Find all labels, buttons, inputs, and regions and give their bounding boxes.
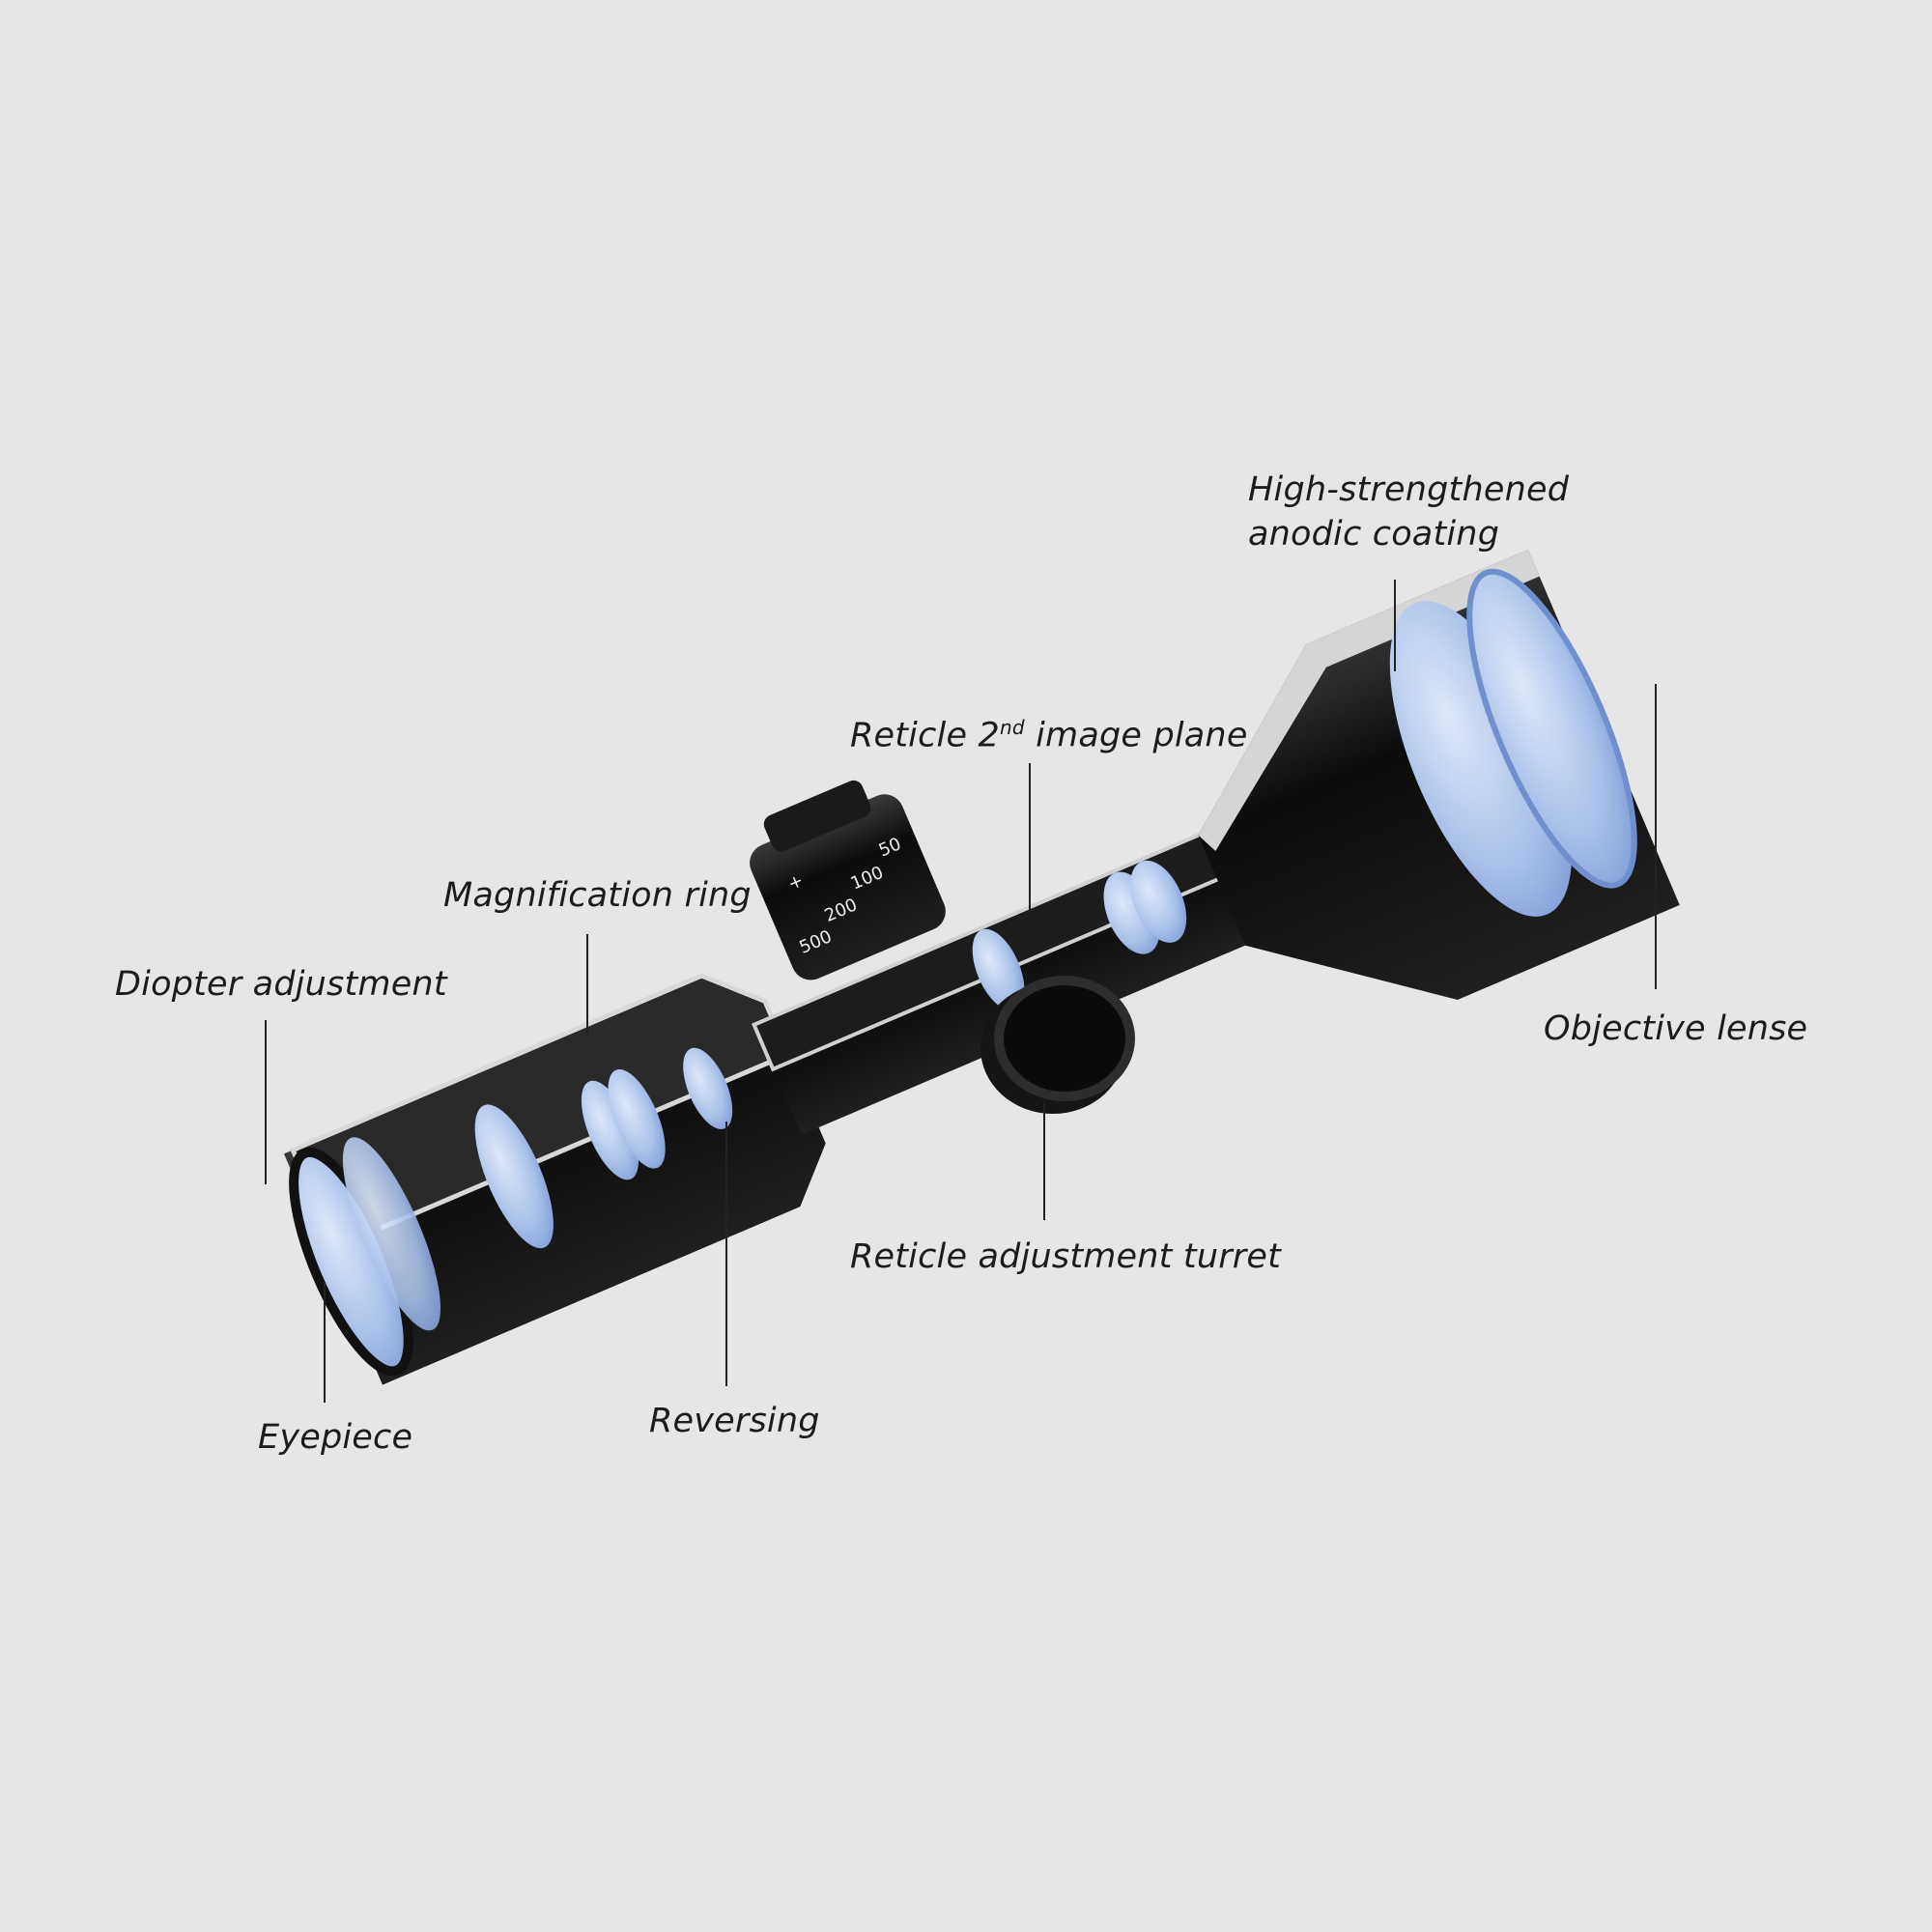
label-reversing: Reversing bbox=[649, 1402, 820, 1440]
leader-objective-lense bbox=[1655, 684, 1657, 989]
label-reticle-turret: Reticle adjustment turret bbox=[850, 1237, 1282, 1276]
label-line: High-strengthened bbox=[1248, 470, 1570, 509]
leader-magnification-ring bbox=[586, 934, 588, 1035]
label-sup: nd bbox=[1000, 716, 1025, 739]
leader-eyepiece bbox=[324, 1282, 326, 1403]
leader-reversing bbox=[725, 1122, 727, 1386]
top-turret: 500 200 100 50 + bbox=[750, 780, 946, 980]
reticle-adjustment-turret bbox=[980, 976, 1135, 1114]
label-reticle-image-plane: Reticle 2nd image plane bbox=[850, 705, 1248, 758]
label-text: image plane bbox=[1024, 716, 1248, 755]
label-diopter-adjustment: Diopter adjustment bbox=[115, 965, 447, 1004]
leader-diopter-adjustment bbox=[265, 1020, 267, 1184]
label-magnification-ring: Magnification ring bbox=[443, 876, 752, 915]
label-eyepiece: Eyepiece bbox=[258, 1418, 413, 1457]
label-anodic-coating: High-strengthened anodic coating bbox=[1248, 468, 1569, 556]
leader-reticle-turret bbox=[1043, 1103, 1045, 1220]
leader-reticle-image-plane bbox=[1029, 763, 1031, 913]
label-text: Reticle 2 bbox=[850, 716, 1000, 755]
label-line: anodic coating bbox=[1248, 515, 1500, 554]
objective-lens bbox=[1389, 601, 1573, 917]
leader-anodic-coating bbox=[1394, 580, 1396, 671]
label-objective-lense: Objective lense bbox=[1544, 1009, 1808, 1048]
